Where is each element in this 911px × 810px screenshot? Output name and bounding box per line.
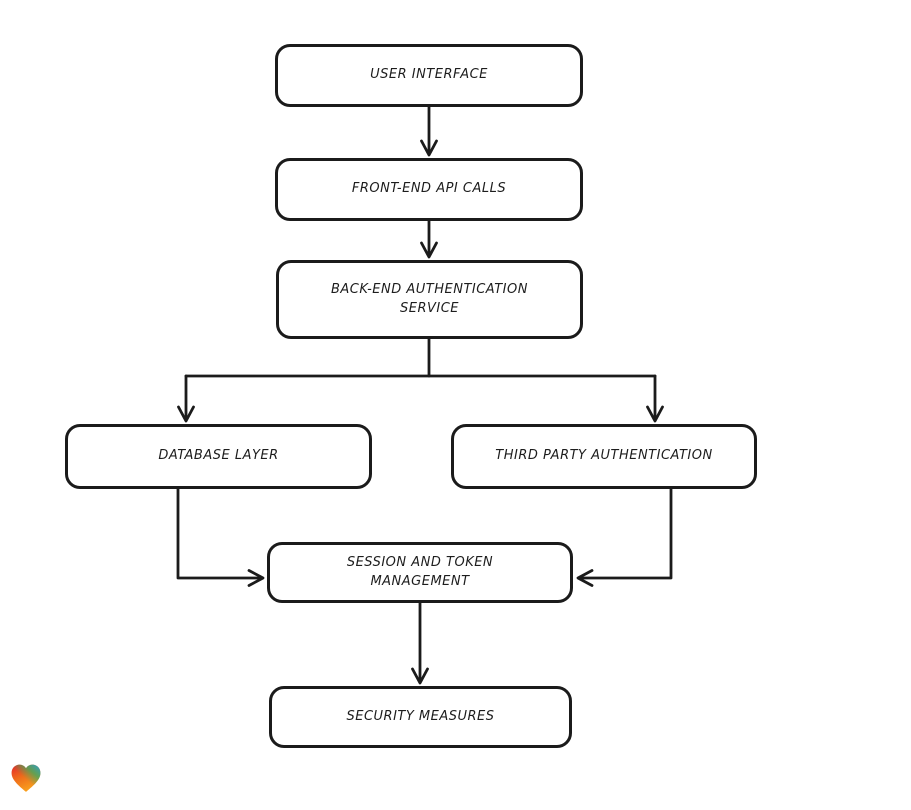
node-label: DATABASE LAYER <box>158 448 279 464</box>
arrowhead-down-icon <box>420 241 438 259</box>
node-label: BACK-END AUTHENTICATION SERVICE <box>331 281 528 316</box>
arrowhead-down-icon <box>646 405 664 423</box>
arrowhead-down-icon <box>177 405 195 423</box>
arrow-third-party-auth-to-session-token <box>576 487 673 587</box>
node-back-end-authentication-service[interactable]: BACK-END AUTHENTICATION SERVICE <box>276 260 583 339</box>
node-label: SESSION AND TOKEN MANAGEMENT <box>346 554 494 589</box>
node-label: SECURITY MEASURES <box>346 708 495 724</box>
arrow-user-interface-to-front-end-api-calls <box>420 105 438 157</box>
node-database-layer[interactable]: DATABASE LAYER <box>65 424 372 489</box>
node-security-measures[interactable]: SECURITY MEASURES <box>269 686 572 748</box>
node-label: THIRD PARTY AUTHENTICATION <box>495 448 713 464</box>
arrowhead-down-icon <box>411 667 429 685</box>
node-session-and-token-management[interactable]: SESSION AND TOKEN MANAGEMENT <box>267 542 573 603</box>
arrow-database-layer-to-session-token <box>176 487 265 587</box>
heart-logo[interactable] <box>9 762 43 795</box>
node-front-end-api-calls[interactable]: FRONT-END API CALLS <box>275 158 583 221</box>
arrowhead-right-icon <box>247 569 265 587</box>
node-label: USER INTERFACE <box>370 67 488 83</box>
heart-icon <box>11 764 41 792</box>
arrow-shaft <box>578 487 673 580</box>
heart-shape-overlay <box>11 764 41 792</box>
node-label: FRONT-END API CALLS <box>351 181 507 197</box>
arrowhead-left-icon <box>576 569 594 587</box>
arrow-session-token-to-security-measures <box>411 601 429 685</box>
arrow-front-end-api-calls-to-back-end-auth <box>420 219 438 259</box>
arrow-shaft <box>176 487 263 580</box>
node-third-party-authentication[interactable]: THIRD PARTY AUTHENTICATION <box>451 424 757 489</box>
arrowhead-down-icon <box>420 139 438 157</box>
node-user-interface[interactable]: USER INTERFACE <box>275 44 583 107</box>
branch-back-end-auth-to-children <box>177 337 664 423</box>
